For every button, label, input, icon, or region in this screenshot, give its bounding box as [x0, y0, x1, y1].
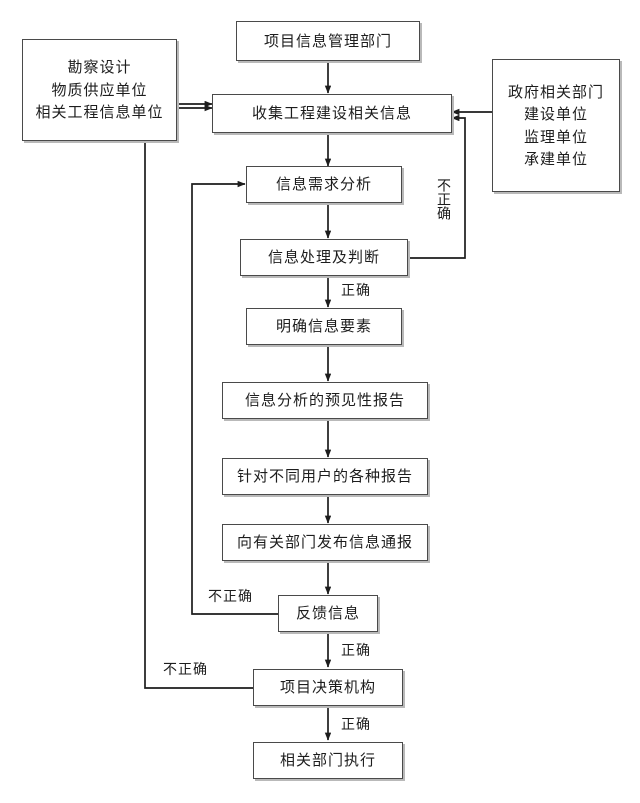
node-information-processing-and-judgement[interactable]: 信息处理及判断 [240, 239, 408, 276]
node-label-line-2: 物质供应单位 [51, 80, 148, 99]
node-label-line-1: 勘察设计 [67, 58, 132, 77]
node-relevant-departments-execute[interactable]: 相关部门执行 [253, 742, 403, 779]
node-label-line-4: 承建单位 [523, 150, 588, 168]
edge-label-feedback-incorrect: 不正确 [208, 589, 253, 605]
edge-label-process-correct: 正确 [341, 283, 371, 299]
node-label: 项目决策机构 [279, 678, 376, 697]
node-feedback-information[interactable]: 反馈信息 [278, 595, 378, 632]
node-label-line-1: 政府相关部门 [507, 82, 604, 101]
node-clarify-information-elements[interactable]: 明确信息要素 [246, 308, 402, 345]
node-label: 收集工程建设相关信息 [251, 104, 412, 123]
node-label: 信息需求分析 [275, 175, 372, 194]
node-publish-information-bulletin[interactable]: 向有关部门发布信息通报 [222, 524, 428, 561]
node-label-line-3: 相关工程信息单位 [35, 103, 164, 122]
node-collect-construction-information[interactable]: 收集工程建设相关信息 [212, 94, 452, 133]
node-left-information-sources[interactable]: 勘察设计 物质供应单位 相关工程信息单位 [22, 39, 177, 141]
edge-label-process-incorrect: 不正确 [435, 178, 451, 220]
node-label: 相关部门执行 [279, 751, 376, 770]
edge-label-decision-correct: 正确 [341, 717, 371, 733]
node-project-information-management-department[interactable]: 项目信息管理部门 [236, 21, 420, 61]
edge-label-feedback-correct: 正确 [341, 643, 371, 659]
node-label: 信息分析的预见性报告 [244, 391, 405, 410]
node-label-line-2: 建设单位 [523, 105, 588, 123]
node-label: 针对不同用户的各种报告 [236, 467, 413, 486]
node-information-demand-analysis[interactable]: 信息需求分析 [246, 166, 402, 203]
node-right-information-sources[interactable]: 政府相关部门 建设单位 监理单位 承建单位 [492, 59, 620, 192]
node-reports-for-different-users[interactable]: 针对不同用户的各种报告 [222, 458, 428, 495]
node-label: 信息处理及判断 [267, 248, 380, 267]
node-project-decision-body[interactable]: 项目决策机构 [253, 669, 403, 706]
node-label: 向有关部门发布信息通报 [236, 533, 413, 552]
edge-label-decision-incorrect: 不正确 [163, 662, 208, 678]
node-label: 项目信息管理部门 [263, 31, 392, 50]
node-label: 明确信息要素 [275, 317, 372, 336]
node-label-line-3: 监理单位 [523, 127, 588, 146]
node-label: 反馈信息 [295, 604, 360, 623]
node-predictive-analysis-report[interactable]: 信息分析的预见性报告 [222, 382, 428, 419]
